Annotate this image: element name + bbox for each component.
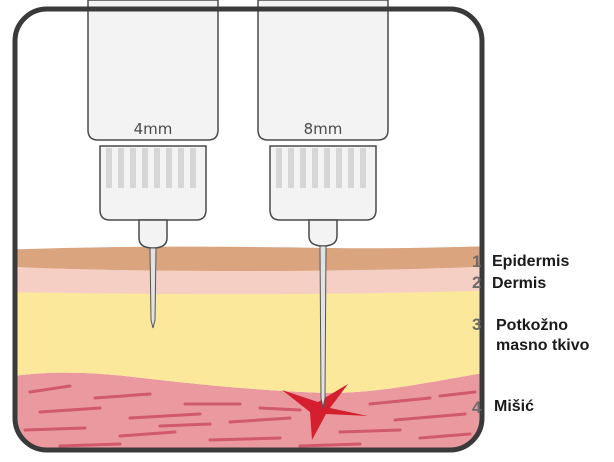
layer-number: 4: [472, 398, 482, 417]
muscle-fibers: [23, 384, 477, 448]
dermis-layer: [15, 264, 482, 295]
pen-grip-ridges: [106, 148, 196, 188]
pen-grip-ridges: [276, 148, 366, 188]
layer-name-muscle: Mišić: [494, 398, 534, 415]
needle-length-label: 4mm: [134, 120, 173, 138]
diagram-frame: [12, 6, 485, 453]
layer-number: 2: [472, 273, 481, 292]
layer-name-epidermis: Epidermis: [492, 253, 569, 270]
layer-legend: 1 Epidermis 2 Dermis 3 Potkožno masno tk…: [472, 252, 590, 417]
layer-name-dermis: Dermis: [492, 275, 546, 292]
injection-mark: [282, 384, 368, 440]
layer-number: 1: [472, 252, 481, 271]
needle-length-label: 8mm: [304, 120, 343, 138]
layer-name-fat-line2: masno tkivo: [496, 337, 590, 354]
pen-body: [257, 0, 389, 141]
layer-name-fat: Potkožno: [496, 317, 568, 334]
epidermis-layer: [15, 246, 482, 271]
layer-number: 3: [472, 315, 481, 334]
needle-shaft: [149, 247, 157, 329]
pen-body: [87, 0, 219, 141]
subcutaneous-fat-layer: [15, 286, 482, 393]
pen-needle-4mm: 4mm: [87, 0, 219, 329]
needle-shaft: [319, 245, 327, 409]
needle-hub: [138, 219, 168, 249]
needle-hub: [308, 219, 338, 247]
pen-needle-8mm: 8mm: [257, 0, 389, 409]
